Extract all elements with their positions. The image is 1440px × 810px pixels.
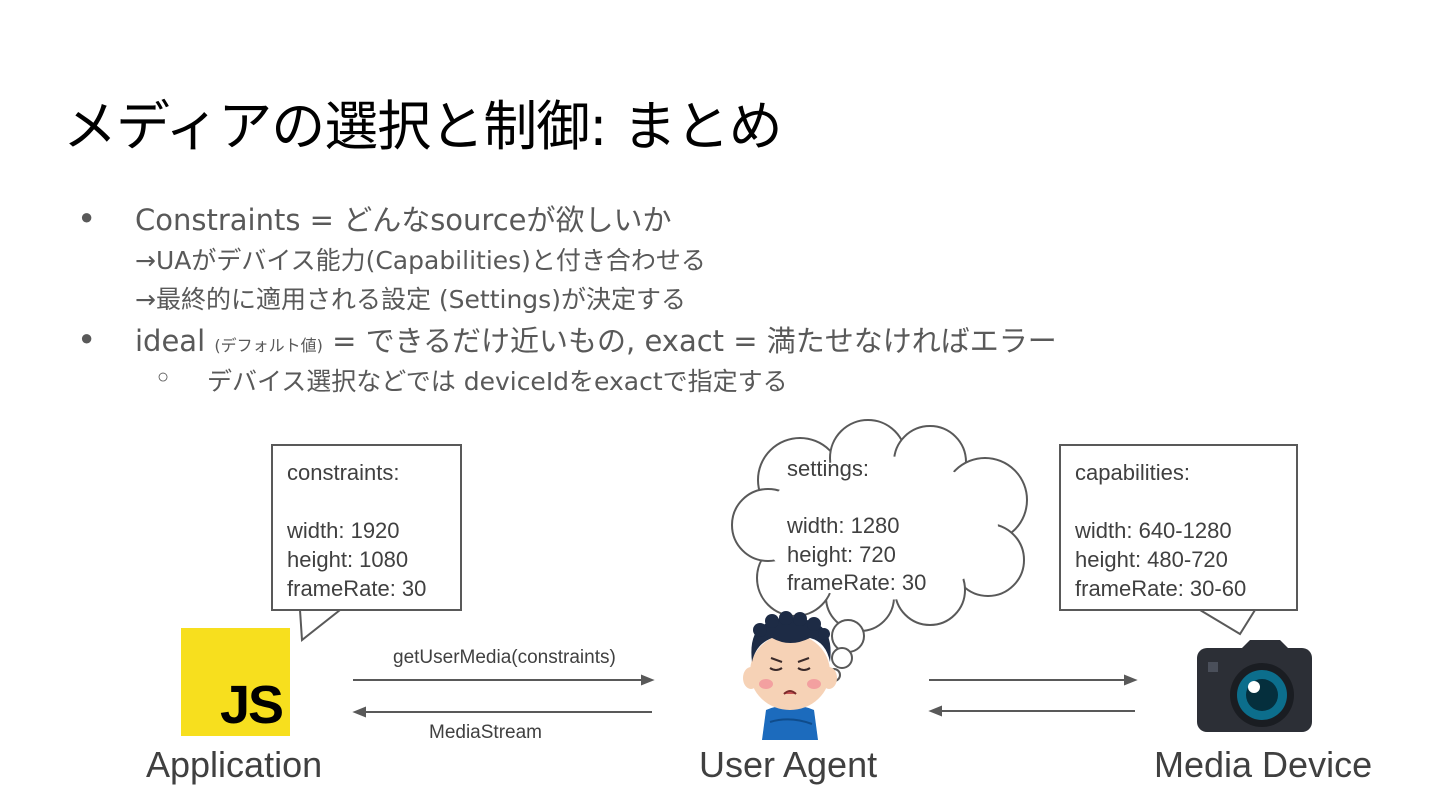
capabilities-line: height: 480-720 <box>1075 547 1228 572</box>
caption-user-agent: User Agent <box>699 744 878 785</box>
settings-line <box>787 484 926 513</box>
constraints-line: height: 1080 <box>287 547 409 572</box>
caption-media-device: Media Device <box>1154 744 1373 785</box>
bullet-constraints-sub2: →最終的に適用される設定 (Settings)が決定する <box>135 285 686 314</box>
response-arrow <box>352 706 652 718</box>
capabilities-line: capabilities: <box>1075 460 1190 485</box>
bullet-ideal-lead: ideal <box>135 324 215 358</box>
constraints-callout-tail <box>298 609 343 642</box>
ua-to-device-arrow <box>929 674 1138 686</box>
settings-text: settings: width: 1280 height: 720 frameR… <box>787 455 926 598</box>
settings-line: width: 1280 <box>787 513 900 538</box>
sub-bullet-marker: ○ <box>157 366 170 388</box>
bullet-constraints-sub1: →UAがデバイス能力(Capabilities)と付き合わせる <box>135 246 706 275</box>
bullet-list: ● Constraints = どんなsourceが欲しいか →UAがデバイス能… <box>0 0 1440 400</box>
capabilities-line: frameRate: 30-60 <box>1075 576 1247 601</box>
bullet-marker: ● <box>80 204 94 229</box>
camera-illustration <box>1197 640 1312 732</box>
constraints-line: constraints: <box>287 460 400 485</box>
capabilities-line <box>1075 487 1282 516</box>
thinking-person-illustration <box>743 611 837 740</box>
bullet-ideal-rest: = できるだけ近いもの, exact = 満たせなければエラー <box>322 324 1057 358</box>
capabilities-callout-tail <box>1196 609 1257 636</box>
settings-line: frameRate: 30 <box>787 570 927 595</box>
device-to-ua-arrow <box>928 705 1135 717</box>
media-stream-label: MediaStream <box>429 722 542 743</box>
slide-title: メディアの選択と制御: まとめ <box>63 95 783 158</box>
caption-application: Application <box>146 744 323 785</box>
bullet-constraints: Constraints = どんなsourceが欲しいか <box>135 203 672 237</box>
thought-cloud <box>731 419 1028 682</box>
bullet-ideal: ideal (デフォルト値) = できるだけ近いもの, exact = 満たせな… <box>135 318 1057 360</box>
capabilities-box: capabilities: width: 640-1280 height: 48… <box>1059 444 1298 611</box>
capabilities-line: width: 640-1280 <box>1075 518 1232 543</box>
bullet-marker: ● <box>80 325 94 350</box>
constraints-box: constraints: width: 1920 height: 1080 fr… <box>271 444 462 611</box>
request-arrow <box>353 674 655 686</box>
bullet-device-selection: デバイス選択などでは deviceIdをexactで指定する <box>207 367 788 396</box>
constraints-line <box>287 487 446 516</box>
constraints-line: frameRate: 30 <box>287 576 427 601</box>
constraints-line: width: 1920 <box>287 518 400 543</box>
bullet-ideal-note: (デフォルト値) <box>214 336 323 355</box>
js-logo-text: JS <box>219 675 284 735</box>
settings-line: height: 720 <box>787 541 896 567</box>
settings-line: settings: <box>787 456 869 481</box>
javascript-logo: JS <box>181 628 290 736</box>
get-user-media-label: getUserMedia(constraints) <box>393 647 616 668</box>
